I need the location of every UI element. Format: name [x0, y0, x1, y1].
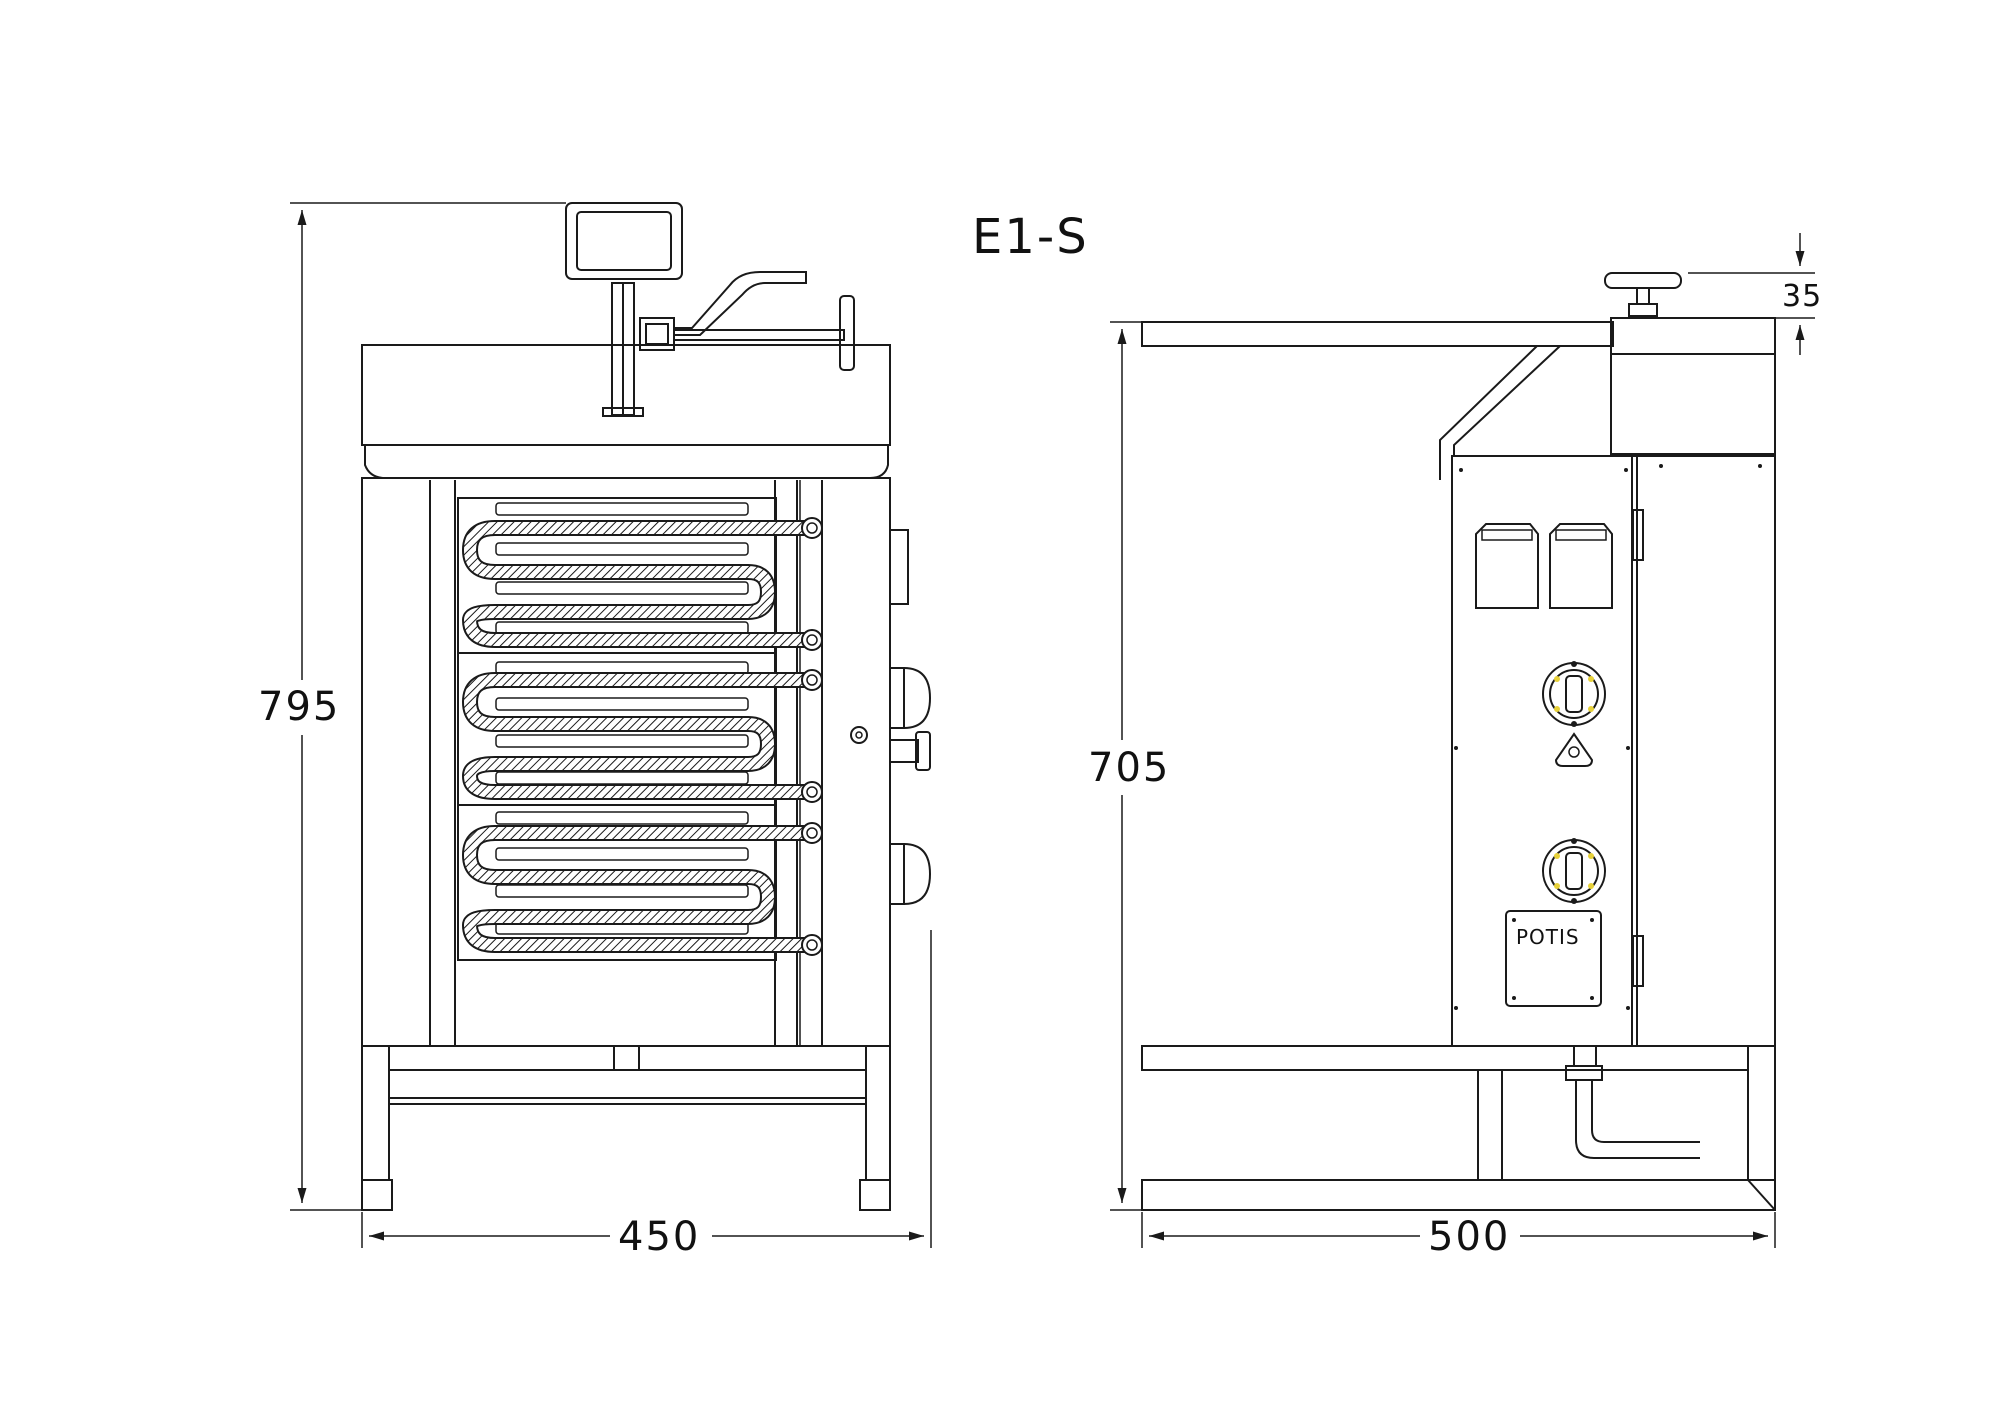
model-title: E1-S: [972, 209, 1089, 265]
side-view: POTIS: [1141, 272, 1776, 1211]
front-height-dimension: 795: [258, 202, 566, 1211]
heating-element: [461, 517, 823, 956]
side-depth-dimension: 500: [1141, 1212, 1776, 1260]
control-knob-lower: [1542, 838, 1606, 904]
top-offset-label: 35: [1782, 279, 1822, 314]
side-height-label: 705: [1088, 745, 1170, 791]
brand-plate-label: POTIS: [1516, 925, 1580, 949]
front-view: [361, 202, 932, 1211]
control-knob-upper: [1542, 661, 1606, 727]
side-height-dimension: 705: [1088, 321, 1170, 1211]
front-width-label: 450: [618, 1214, 700, 1260]
top-offset-dimension: 35: [1688, 233, 1822, 355]
front-height-label: 795: [258, 684, 340, 730]
front-width-dimension: 450: [361, 930, 932, 1260]
side-depth-label: 500: [1428, 1214, 1510, 1260]
